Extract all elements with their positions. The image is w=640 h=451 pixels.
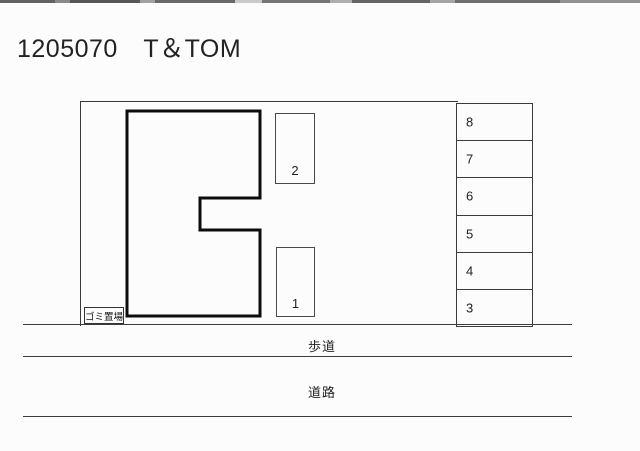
stall-number: 4 xyxy=(466,263,474,279)
site-bottom-line xyxy=(23,324,572,325)
sidewalk-road-divider-line xyxy=(23,356,572,357)
parking-stall-column: 8 7 6 5 4 3 xyxy=(456,103,533,327)
parking-stall-3: 3 xyxy=(457,290,532,326)
parking-stall-6: 6 xyxy=(457,178,532,216)
building-outline xyxy=(125,109,262,318)
parking-stall-8: 8 xyxy=(457,104,532,142)
space-number: 2 xyxy=(291,163,299,178)
stall-number: 8 xyxy=(466,114,474,130)
space-number: 1 xyxy=(291,296,300,311)
road-bottom-line xyxy=(23,416,572,417)
site-boundary xyxy=(80,101,458,326)
garbage-area-box: ゴミ置場 xyxy=(84,307,124,324)
stall-number: 7 xyxy=(466,151,474,167)
parking-stall-7: 7 xyxy=(457,141,532,179)
parking-stall-5: 5 xyxy=(457,216,532,253)
stall-number: 5 xyxy=(466,226,474,242)
parking-space-2: 2 xyxy=(275,113,315,184)
page-title: 1205070 T＆TOM xyxy=(17,35,242,63)
garbage-area-label: ゴミ置場 xyxy=(85,311,124,323)
stall-number: 3 xyxy=(466,300,474,316)
stall-number: 6 xyxy=(466,188,474,204)
scan-edge-artifact xyxy=(0,0,640,3)
parking-stall-4: 4 xyxy=(457,253,532,290)
parking-space-1: 1 xyxy=(276,247,315,317)
road-label: 道路 xyxy=(308,385,337,400)
sidewalk-label: 歩道 xyxy=(308,339,337,354)
